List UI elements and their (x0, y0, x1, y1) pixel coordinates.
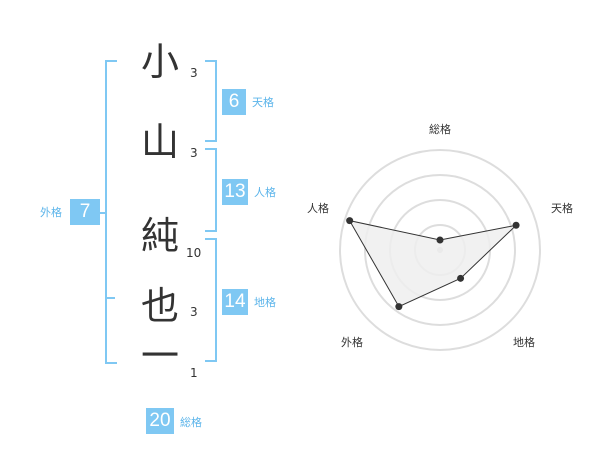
radar-label-tenkaku: 天格 (551, 201, 573, 215)
radar-point-2 (457, 274, 465, 282)
outer-bracket-tick (105, 297, 115, 299)
radar-grid-ring (339, 149, 541, 351)
stroke-count-2: 3 (190, 146, 198, 160)
radar-grid-ring (364, 174, 516, 326)
jinkaku-bracket (205, 148, 217, 232)
tenkaku-badge: 6 (222, 89, 246, 115)
radar-label-chikaku: 地格 (513, 335, 535, 349)
stroke-count-3: 10 (186, 246, 202, 260)
outer-bracket (105, 60, 117, 364)
stroke-count-5: 1 (190, 366, 198, 380)
outer-bracket-connector (95, 212, 105, 214)
soukaku-label: 総格 (180, 416, 202, 429)
name-char-5: 一 (140, 334, 179, 378)
soukaku-badge: 20 (146, 408, 174, 434)
jinkaku-badge: 13 (222, 179, 248, 205)
radar-point-4 (346, 217, 354, 225)
radar-label-soukaku: 総格 (429, 122, 451, 136)
stroke-count-1: 3 (190, 66, 198, 80)
chikaku-bracket (205, 238, 217, 362)
name-char-1: 小 (140, 40, 179, 84)
tenkaku-label: 天格 (252, 96, 274, 109)
gaikaku-badge: 7 (70, 199, 100, 225)
gaikaku-label: 外格 (40, 206, 62, 219)
radar-label-gaikaku: 外格 (341, 335, 363, 349)
name-char-4: 也 (140, 284, 179, 328)
radar-point-0 (436, 236, 444, 244)
chikaku-label: 地格 (254, 296, 276, 309)
radar-point-1 (512, 221, 520, 229)
radar-points (346, 217, 520, 311)
name-char-2: 山 (140, 120, 179, 164)
radar-label-jinkaku: 人格 (307, 201, 329, 215)
jinkaku-label: 人格 (254, 186, 276, 199)
radar-area (348, 219, 518, 308)
name-char-3: 純 (140, 214, 179, 258)
tenkaku-bracket (205, 60, 217, 142)
chikaku-badge: 14 (222, 289, 248, 315)
radar-point-3 (395, 303, 403, 311)
stroke-count-4: 3 (190, 305, 198, 319)
